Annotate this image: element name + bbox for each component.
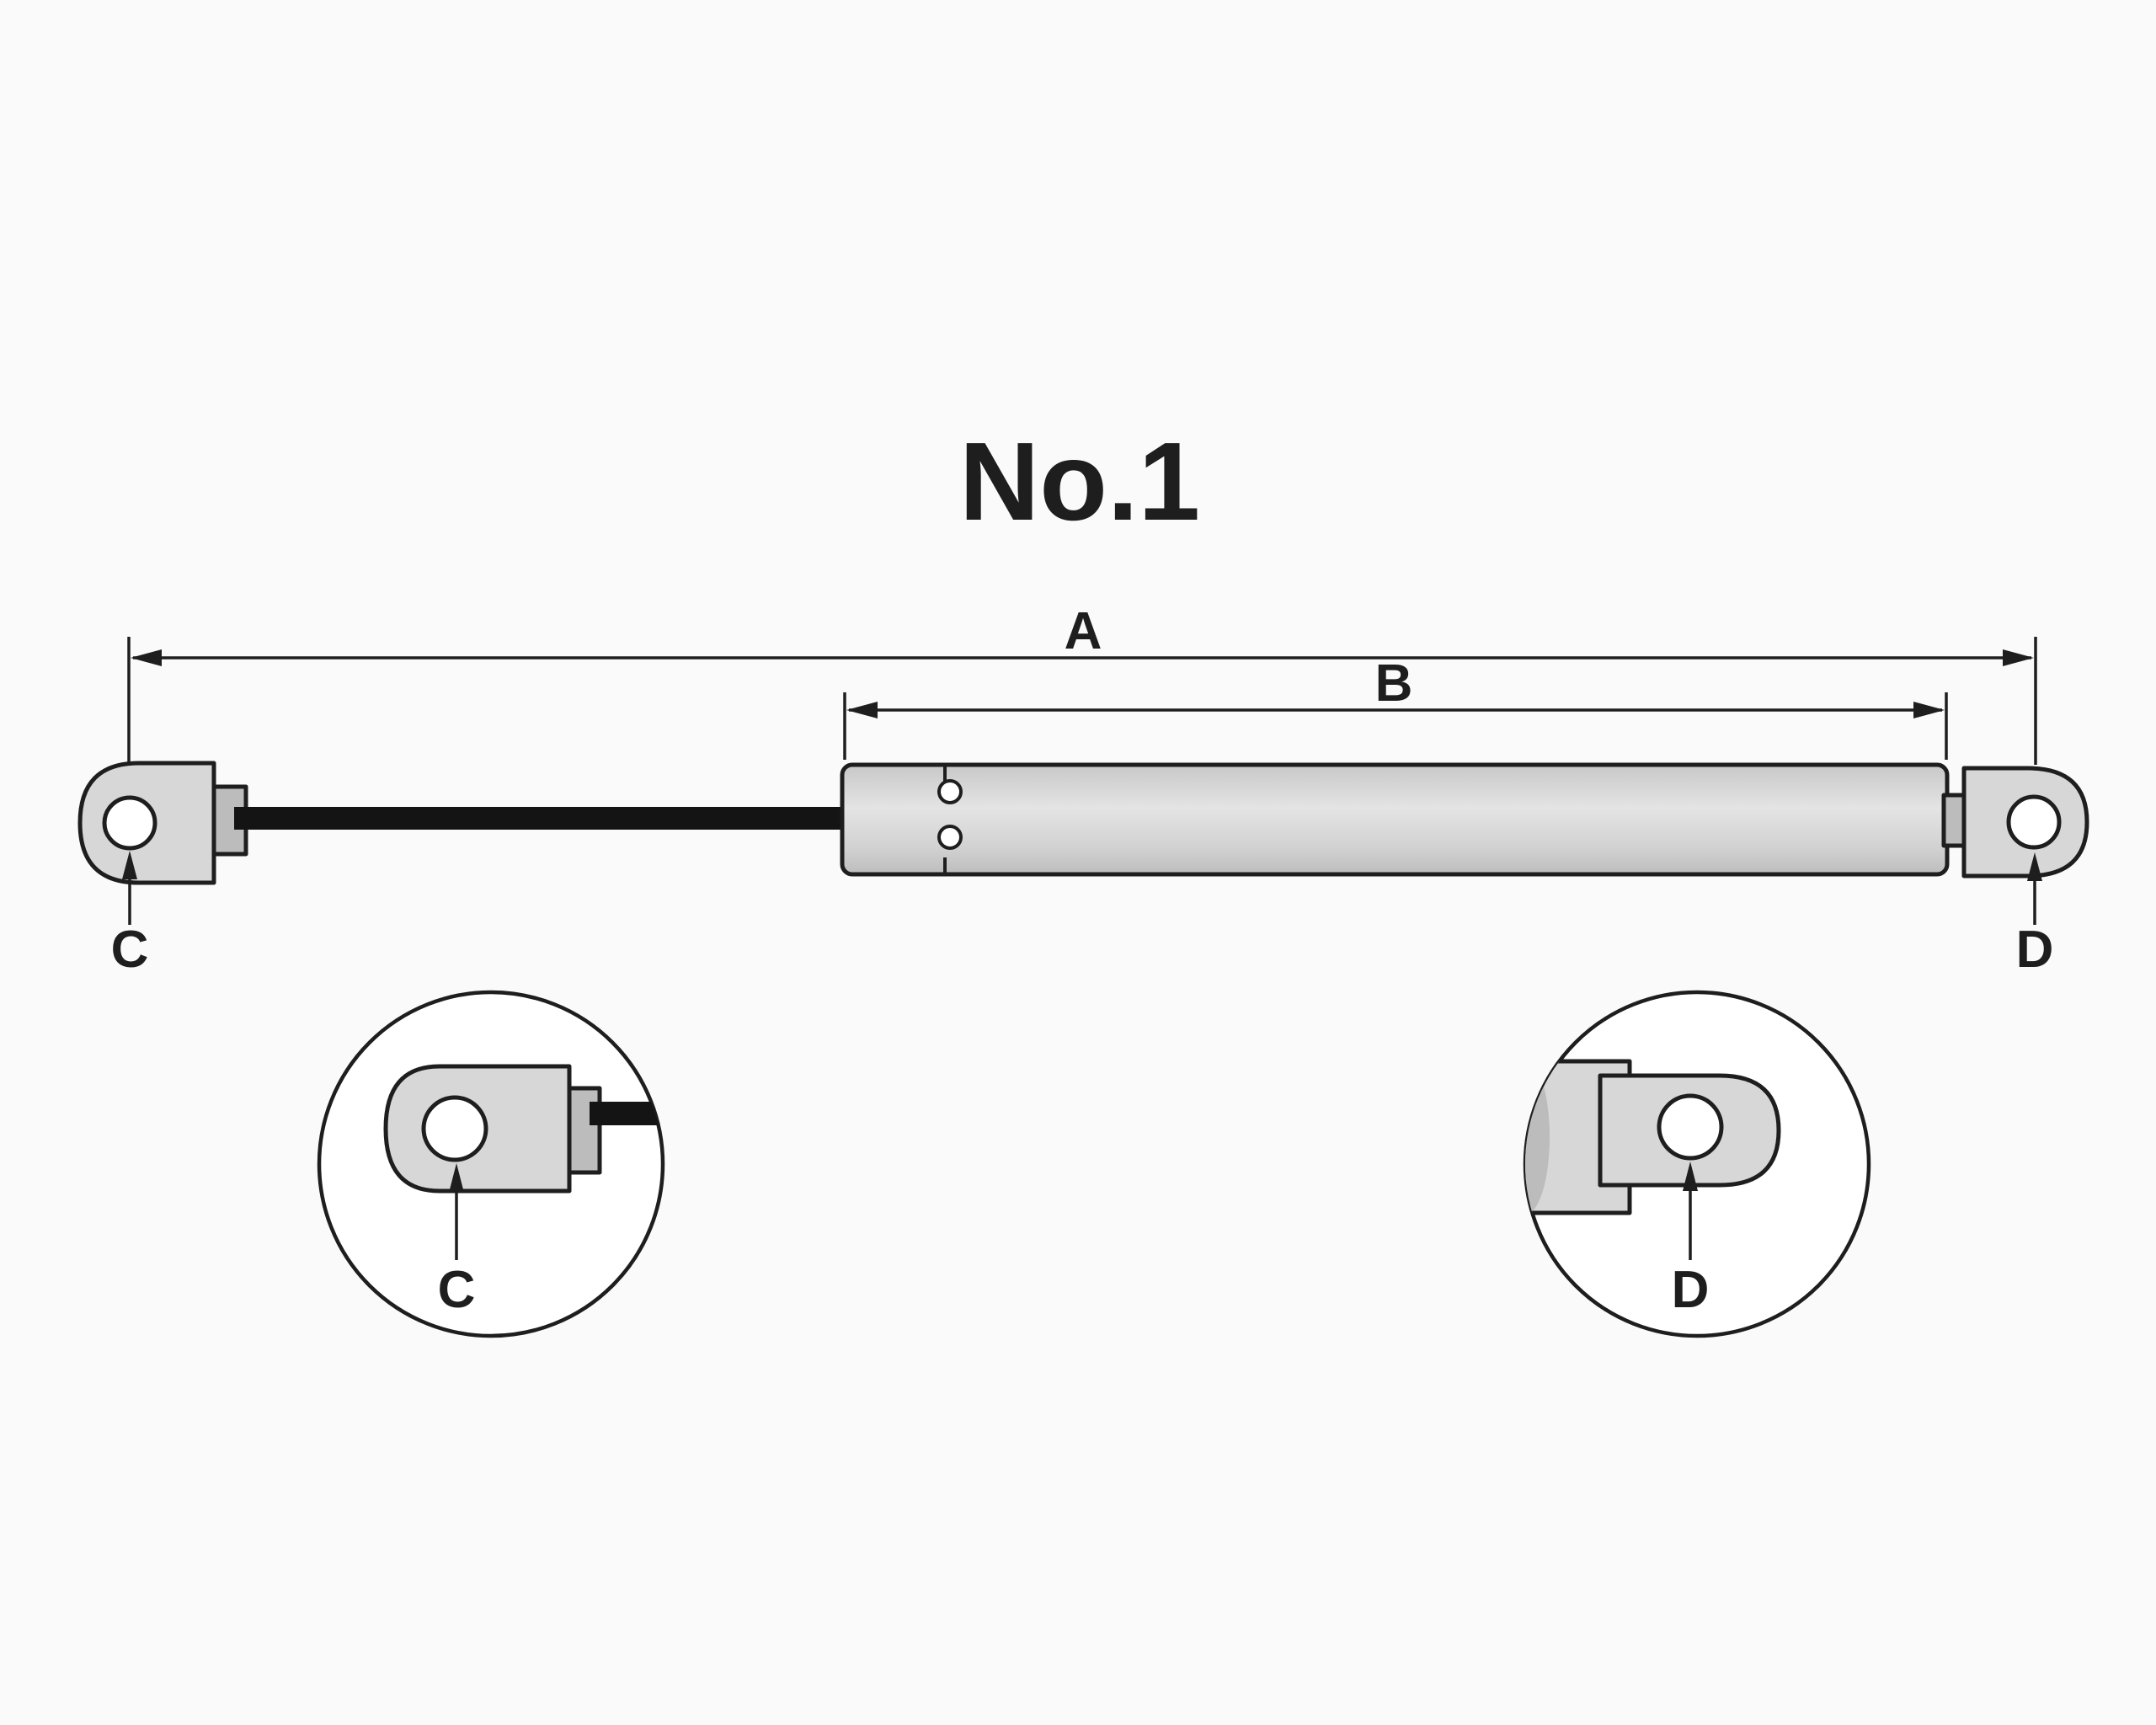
callout-c-label: C <box>111 921 149 979</box>
detail-view-c: C <box>317 990 665 1338</box>
dim-b-arrowhead-left <box>846 702 878 718</box>
detail-c-rod <box>590 1102 663 1125</box>
dimension-b: B <box>843 654 1948 760</box>
callout-d-main: D <box>2016 852 2054 979</box>
callout-c-arrowhead <box>122 851 137 879</box>
callout-d-label: D <box>2016 921 2054 979</box>
detail-c-label: C <box>438 1261 476 1319</box>
dim-b-arrowhead-right <box>1913 702 1945 718</box>
detail-c-content <box>383 1064 663 1194</box>
callout-c-main: C <box>111 851 149 979</box>
callout-d-arrowhead <box>2027 852 2042 881</box>
detail-view-d: D <box>1523 990 1871 1338</box>
gas-spring-body <box>77 761 2089 885</box>
diagram-title: No.1 <box>959 419 1200 543</box>
detail-c-arrowhead <box>449 1163 464 1193</box>
detail-c-hole <box>421 1095 488 1162</box>
detail-d-hole <box>1657 1093 1724 1161</box>
dim-a-arrowhead-left <box>131 649 162 666</box>
dim-a-arrowhead-right <box>2003 649 2034 666</box>
dimension-a: A <box>127 602 2037 765</box>
cylinder-tube <box>840 762 1950 877</box>
cylinder-hole-upper <box>937 779 963 804</box>
detail-d-label: D <box>1672 1261 1710 1319</box>
right-eyelet-hole <box>2006 794 2062 850</box>
cylinder-hole-lower <box>937 825 963 850</box>
dim-a-label: A <box>1065 602 1102 660</box>
dim-b-label: B <box>1375 654 1413 713</box>
left-eyelet-hole <box>102 795 157 851</box>
detail-d-arrowhead <box>1683 1162 1698 1191</box>
piston-rod <box>234 807 847 830</box>
